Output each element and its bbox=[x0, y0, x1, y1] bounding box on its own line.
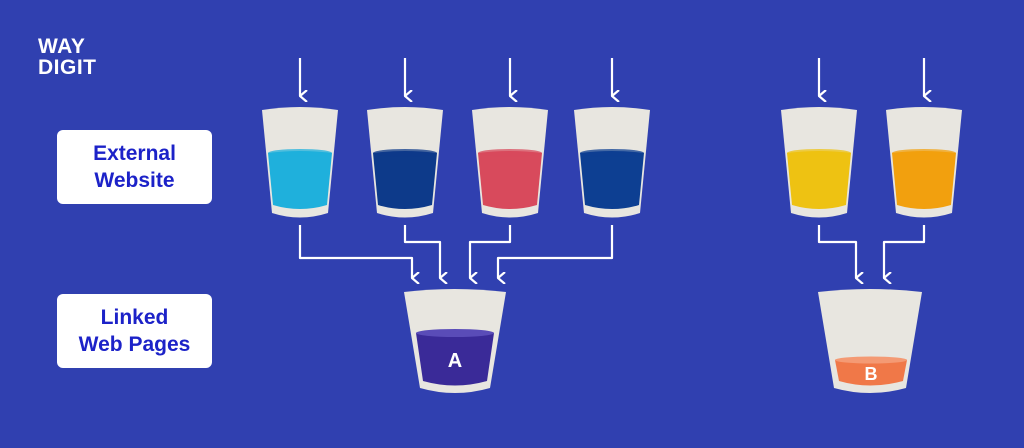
source-glass-6 bbox=[886, 107, 962, 218]
source-glass-liquid bbox=[478, 151, 542, 209]
external-website-glasses bbox=[262, 107, 962, 218]
glass-b-liquid-top bbox=[835, 356, 907, 364]
glass-a: A bbox=[404, 289, 506, 393]
source-glass-liquid-top bbox=[478, 149, 542, 157]
incoming-arrows bbox=[298, 58, 924, 96]
external-website-label-box: External Website bbox=[57, 130, 212, 204]
source-glass-liquid-top bbox=[268, 149, 332, 157]
linked-web-pages-label: Linked Web Pages bbox=[78, 306, 191, 356]
glass-a-liquid bbox=[416, 330, 494, 386]
connector-arrow-6 bbox=[882, 225, 926, 278]
source-glass-liquid-top bbox=[373, 149, 437, 157]
source-glass-1 bbox=[262, 107, 338, 218]
source-glass-liquid bbox=[787, 151, 851, 209]
source-glass-5 bbox=[781, 107, 857, 218]
source-glass-3 bbox=[472, 107, 548, 218]
source-glass-liquid-top bbox=[787, 149, 851, 157]
source-glass-4 bbox=[574, 107, 650, 218]
source-glass-liquid-top bbox=[580, 149, 644, 157]
connector-arrows bbox=[298, 225, 926, 278]
source-glass-liquid-top bbox=[892, 149, 956, 157]
glass-a-liquid-top bbox=[416, 329, 494, 337]
source-glass-liquid bbox=[373, 151, 437, 209]
connector-arrow-3 bbox=[468, 225, 512, 278]
connector-arrow-5 bbox=[817, 225, 856, 278]
connector-arrow-4 bbox=[496, 225, 614, 278]
source-glass-2 bbox=[367, 107, 443, 218]
glass-b-label: B bbox=[865, 364, 878, 384]
source-glass-liquid bbox=[892, 151, 956, 209]
logo-line-2: DIGIT bbox=[38, 56, 97, 79]
glass-a-label: A bbox=[448, 350, 462, 372]
external-website-label: External Website bbox=[93, 142, 176, 192]
glass-b: B bbox=[818, 289, 922, 393]
source-glass-liquid bbox=[268, 151, 332, 209]
connector-arrow-1 bbox=[298, 225, 412, 278]
linked-web-pages-label-box: Linked Web Pages bbox=[57, 294, 212, 368]
connector-arrow-2 bbox=[403, 225, 440, 278]
glass-b-liquid bbox=[835, 357, 907, 386]
logo-line-1: WAY bbox=[38, 35, 86, 58]
waydigit-logo: WAY DIGIT bbox=[38, 36, 97, 78]
source-glass-liquid bbox=[580, 151, 644, 209]
